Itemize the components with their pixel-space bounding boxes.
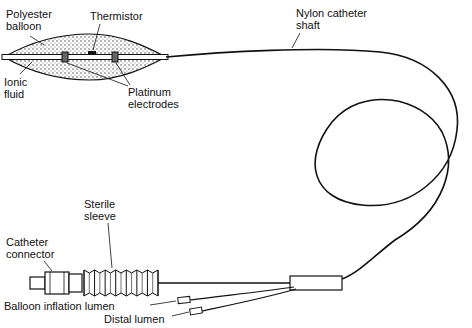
- part-label: Platinum electrodes: [128, 86, 186, 110]
- sleeve-fold: [136, 270, 137, 296]
- inner-catheter: [2, 55, 168, 60]
- sleeve-fold: [147, 270, 148, 296]
- sleeve-fold: [142, 273, 143, 293]
- electrode: [112, 52, 118, 62]
- thermistor: [88, 51, 96, 55]
- connector-ring: [50, 272, 51, 294]
- part-label: Polyester balloon: [6, 8, 64, 32]
- part-label: Thermistor: [90, 10, 143, 22]
- sleeve-fold: [94, 270, 95, 296]
- sleeve-fold: [158, 270, 159, 296]
- sleeve-fold: [105, 270, 106, 296]
- lumen-tip: [178, 296, 191, 303]
- sterile-sleeve: [84, 270, 158, 296]
- distal-lumen-tube: [202, 289, 296, 311]
- catheter-shaft: [166, 49, 458, 279]
- part-label: Nylon catheter shaft: [296, 7, 378, 31]
- catheter-connector: [30, 277, 45, 289]
- electrode: [62, 52, 68, 62]
- connector-ring: [64, 272, 65, 294]
- junction-hub: [290, 276, 342, 290]
- sleeve-fold: [115, 270, 116, 296]
- sleeve-fold: [121, 273, 122, 293]
- sleeve-fold: [89, 273, 90, 293]
- sleeve-outline: [84, 270, 158, 296]
- part-label: Sterile sleeve: [84, 198, 132, 222]
- sleeve-fold: [99, 273, 100, 293]
- lumen-tip: [190, 307, 203, 315]
- catheter-shaft: [158, 282, 290, 284]
- sleeve-fold: [131, 273, 132, 293]
- sleeve-fold: [84, 270, 85, 296]
- part-label: Catheter connector: [6, 236, 64, 260]
- leader-lines: [20, 24, 300, 316]
- part-label: Distal lumen: [104, 313, 165, 325]
- catheter-connector: [45, 272, 69, 294]
- part-label: Balloon inflation lumen: [4, 300, 115, 312]
- catheter-connector: [69, 274, 82, 292]
- sleeve-fold: [110, 273, 111, 293]
- part-label: Ionic fluid: [4, 76, 38, 100]
- sleeve-fold: [126, 270, 127, 296]
- sleeve-fold: [152, 273, 153, 293]
